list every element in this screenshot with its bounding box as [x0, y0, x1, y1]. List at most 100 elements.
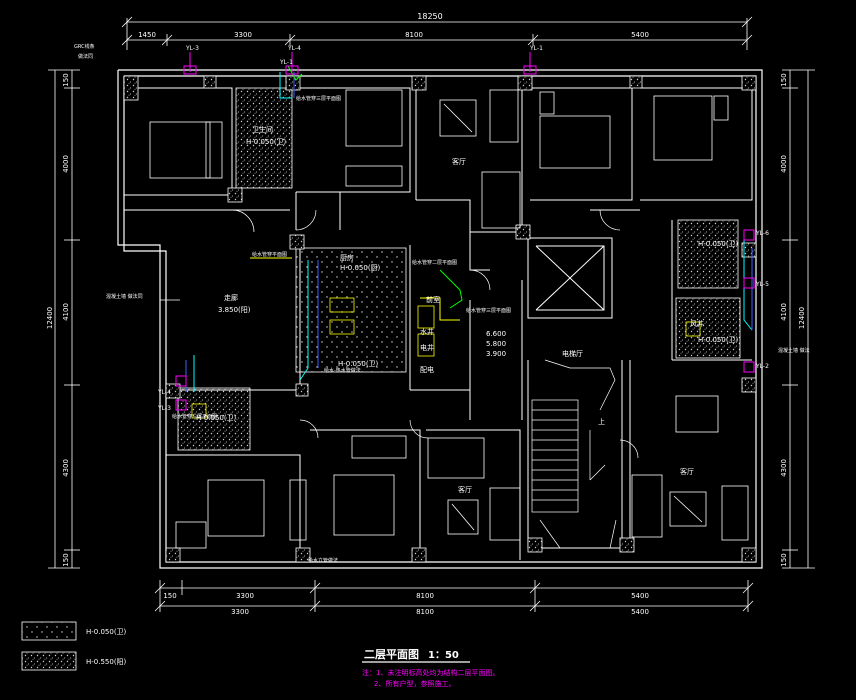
label-shaft: 水井	[420, 327, 434, 336]
label-right-bath-2: H-0.050(卫)	[698, 336, 739, 344]
annotation-pipe3: 给水管穿三层平面图	[466, 307, 511, 314]
label-lobby: 前室	[426, 295, 440, 304]
right-dim-4: 4300	[780, 459, 788, 477]
legend-swatch-1	[21, 621, 77, 641]
furniture-beds	[149, 89, 729, 549]
axis-marker-9: YL-3	[157, 405, 171, 412]
left-dim-5: 150	[62, 553, 70, 566]
bottom-dim-1: 150	[163, 592, 176, 600]
top-dim-4: 5400	[631, 31, 649, 39]
label-kitchen: 厨房	[340, 253, 354, 262]
furniture-living	[427, 89, 749, 541]
legend-label-2: H-0.550(阳)	[86, 657, 127, 666]
columns	[123, 75, 757, 563]
elevation-3: 3.900	[486, 350, 506, 358]
label-living-bottom: 客厅	[458, 485, 472, 494]
bottom-dim-2: 3300	[236, 592, 254, 600]
legend-swatch-2	[21, 651, 77, 671]
bottom-dim-4: 5400	[631, 592, 649, 600]
bed-bottom-second	[333, 474, 395, 536]
top-dim-3: 8100	[405, 31, 423, 39]
annotation-pipe6: 给水立管做法	[308, 557, 338, 564]
top-dim-2: 3300	[234, 31, 252, 39]
axis-marker-1: YL-3	[185, 45, 199, 52]
annotation-texts: GRC线条 做法同 混凝土墙 做法同 混凝土墙 做法 给水管穿三层平面图 给水管…	[74, 43, 810, 564]
annotation-pipe5: 给水管穿平面图	[252, 251, 287, 258]
bed-top-right-2	[653, 95, 713, 161]
left-dim-3: 4100	[62, 303, 70, 321]
drawing-scale: 1：50	[428, 650, 459, 661]
right-dim-2: 4000	[780, 155, 788, 173]
legend: H-0.050(卫) H-0.550(阳)	[21, 621, 127, 671]
top-left-bathroom	[235, 87, 293, 189]
bottom-dim-7: 5400	[631, 608, 649, 616]
top-dimensions	[121, 16, 753, 50]
label-right-bath-1: H-0.050(卫)	[698, 240, 739, 248]
staircase	[531, 359, 617, 549]
label-bath-top-elev: H-0.050(卫)	[246, 138, 287, 146]
stair-up-label: 上	[598, 417, 605, 426]
right-dim-5: 150	[780, 553, 788, 566]
bottom-dim-5: 3300	[231, 608, 249, 616]
drawing-note-2: 2、所有户型，参照施工。	[374, 679, 455, 688]
left-dim-1: 150	[62, 73, 70, 86]
bed-top-second	[345, 89, 403, 147]
axis-marker-3: YL-1	[529, 45, 543, 52]
axis-markers: YL-3 YL-4 YL-1 YL-1 YL-6 YL-5 YL-2 YL-4 …	[157, 45, 769, 412]
left-total-dim: 12400	[46, 307, 54, 329]
axis-marker-5: YL-6	[755, 230, 769, 237]
top-dim-1: 1450	[138, 31, 156, 39]
right-dim-1: 150	[780, 73, 788, 86]
fixtures	[191, 297, 701, 419]
label-elevator-hall: 电梯厅	[562, 349, 583, 358]
label-left-bath: H-0.050(卫)	[196, 414, 237, 422]
legend-label-1: H-0.050(卫)	[86, 628, 127, 636]
overall-width-dim: 18250	[417, 12, 442, 21]
elevation-1: 6.600	[486, 330, 506, 338]
axis-marker-2: YL-4	[287, 45, 301, 52]
label-living-right: 客厅	[680, 467, 694, 476]
wet-areas	[177, 87, 741, 451]
left-dimensions	[48, 69, 80, 569]
bottom-dim-6: 8100	[416, 608, 434, 616]
bottom-dimensions	[154, 580, 754, 612]
bottom-dim-3: 8100	[416, 592, 434, 600]
pipe-lines	[185, 65, 753, 392]
bed-top-right-1	[539, 115, 611, 169]
bed-top-left	[149, 121, 211, 179]
label-shaft3: 风井	[690, 319, 704, 328]
label-corridor: 走廊	[224, 293, 238, 302]
drawing-title: 二层平面图	[364, 648, 419, 661]
label-bath-mid-elev: H-0.050(卫)	[338, 360, 379, 368]
annotation-pipe1: 给水管穿三层平面图	[296, 95, 341, 102]
right-dim-3: 4100	[780, 303, 788, 321]
label-shaft2: 电井	[420, 343, 434, 352]
label-balcony-elev: 3.850(阳)	[218, 305, 251, 314]
drawing-note-1: 注：1、未注明标高处均为结构二层平面图。	[362, 668, 499, 677]
annotation-right-wall: 混凝土墙 做法	[778, 347, 810, 354]
axis-marker-8: YL-4	[157, 389, 171, 396]
left-dim-4: 4300	[62, 459, 70, 477]
interior-walls	[124, 76, 753, 560]
doors	[160, 209, 639, 459]
axis-marker-7: YL-2	[755, 363, 769, 370]
right-bath-2	[675, 297, 741, 359]
kitchen-area	[295, 247, 407, 373]
right-total-dim: 12400	[798, 307, 806, 329]
axis-marker-4: YL-1	[279, 59, 293, 66]
annotation-gr: GRC线条	[74, 43, 95, 50]
annotation-pipe4: 给水管穿三层平面图	[172, 413, 217, 420]
annotation-pipe7: 给水-热水管做法	[324, 367, 361, 374]
right-dimensions	[782, 69, 815, 569]
label-kitchen-elev: H-0.050(厨)	[340, 264, 381, 272]
annotation-pipe2: 给水管穿二层平面图	[412, 259, 457, 266]
label-bath-top: 卫生间	[252, 125, 273, 134]
mid-left-bathroom	[177, 387, 251, 451]
right-bath-1	[677, 219, 739, 289]
annotation-gr-sub: 做法同	[78, 53, 93, 60]
annotation-left-wall: 混凝土墙 做法同	[106, 293, 143, 300]
elevation-2: 5.800	[486, 340, 506, 348]
bed-bottom-left	[207, 479, 265, 537]
